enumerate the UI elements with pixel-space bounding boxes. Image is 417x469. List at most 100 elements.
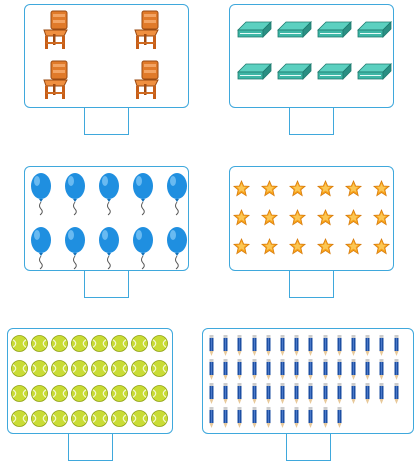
pencil-icon <box>237 407 242 428</box>
pencil-icon <box>280 335 285 356</box>
pencil-icon <box>209 383 214 404</box>
pencil-icon <box>337 359 342 380</box>
chair-icon <box>133 10 161 50</box>
pencil-icon <box>379 359 384 380</box>
star-icon <box>372 237 391 255</box>
pencil-icon <box>337 335 342 356</box>
pencil-icon <box>351 359 356 380</box>
tennis-ball-icon <box>71 410 88 427</box>
star-icon <box>316 179 335 197</box>
balloon-icon <box>166 226 188 270</box>
pencil-icon <box>237 359 242 380</box>
chair-icon <box>42 60 70 100</box>
star-icon <box>232 179 251 197</box>
pencil-icon <box>237 335 242 356</box>
star-icon <box>232 208 251 226</box>
tennis-ball-icon <box>91 335 108 352</box>
pencil-icon <box>394 383 399 404</box>
pencil-icon <box>252 335 257 356</box>
star-icon <box>344 237 363 255</box>
pencil-icon <box>266 383 271 404</box>
panel-stars <box>229 166 394 271</box>
answer-box-pencils[interactable] <box>286 434 331 461</box>
tennis-ball-icon <box>11 335 28 352</box>
pencil-icon <box>337 383 342 404</box>
pencil-icon <box>365 383 370 404</box>
tennis-ball-icon <box>151 385 168 402</box>
pencil-icon <box>223 335 228 356</box>
pencil-icon <box>365 335 370 356</box>
tennis-ball-icon <box>51 360 68 377</box>
tennis-ball-icon <box>11 360 28 377</box>
tennis-ball-icon <box>51 335 68 352</box>
balloon-icon <box>30 226 52 270</box>
star-icon <box>288 179 307 197</box>
tennis-ball-icon <box>91 385 108 402</box>
tennis-ball-icon <box>91 410 108 427</box>
answer-box-balloons[interactable] <box>84 271 129 298</box>
balloon-icon <box>98 226 120 270</box>
chair-icon <box>133 60 161 100</box>
tennis-ball-icon <box>71 335 88 352</box>
tennis-ball-icon <box>71 360 88 377</box>
balloon-icon <box>64 226 86 270</box>
star-icon <box>372 208 391 226</box>
panel-books <box>229 4 394 108</box>
tennis-ball-icon <box>131 335 148 352</box>
panel-pencils <box>202 328 414 434</box>
tennis-ball-icon <box>31 410 48 427</box>
chair-icon <box>42 10 70 50</box>
pencil-icon <box>294 383 299 404</box>
book-icon <box>236 20 273 39</box>
star-icon <box>344 208 363 226</box>
book-icon <box>316 62 353 81</box>
tennis-ball-icon <box>151 410 168 427</box>
pencil-icon <box>323 383 328 404</box>
pencil-icon <box>379 383 384 404</box>
balloon-icon <box>166 172 188 216</box>
answer-box-tennis-balls[interactable] <box>68 434 113 461</box>
answer-box-books[interactable] <box>289 108 334 135</box>
pencil-icon <box>294 335 299 356</box>
tennis-ball-icon <box>51 410 68 427</box>
pencil-icon <box>337 407 342 428</box>
pencil-icon <box>223 383 228 404</box>
pencil-icon <box>280 407 285 428</box>
pencil-icon <box>323 335 328 356</box>
pencil-icon <box>323 407 328 428</box>
star-icon <box>260 208 279 226</box>
pencil-icon <box>280 359 285 380</box>
star-icon <box>344 179 363 197</box>
tennis-ball-icon <box>91 360 108 377</box>
book-icon <box>276 20 313 39</box>
pencil-icon <box>266 407 271 428</box>
pencil-icon <box>379 335 384 356</box>
book-icon <box>276 62 313 81</box>
star-icon <box>372 179 391 197</box>
pencil-icon <box>351 335 356 356</box>
pencil-icon <box>252 359 257 380</box>
star-icon <box>260 179 279 197</box>
balloon-icon <box>132 226 154 270</box>
tennis-ball-icon <box>111 410 128 427</box>
tennis-ball-icon <box>151 335 168 352</box>
pencil-icon <box>209 359 214 380</box>
tennis-ball-icon <box>71 385 88 402</box>
pencil-icon <box>209 335 214 356</box>
book-icon <box>356 62 393 81</box>
balloon-icon <box>98 172 120 216</box>
tennis-ball-icon <box>111 385 128 402</box>
tennis-ball-icon <box>11 410 28 427</box>
balloon-icon <box>64 172 86 216</box>
answer-box-chairs[interactable] <box>84 108 129 135</box>
balloon-icon <box>132 172 154 216</box>
star-icon <box>316 208 335 226</box>
tennis-ball-icon <box>151 360 168 377</box>
star-icon <box>232 237 251 255</box>
book-icon <box>356 20 393 39</box>
pencil-icon <box>308 359 313 380</box>
pencil-icon <box>365 359 370 380</box>
tennis-ball-icon <box>31 360 48 377</box>
pencil-icon <box>237 383 242 404</box>
answer-box-stars[interactable] <box>289 271 334 298</box>
